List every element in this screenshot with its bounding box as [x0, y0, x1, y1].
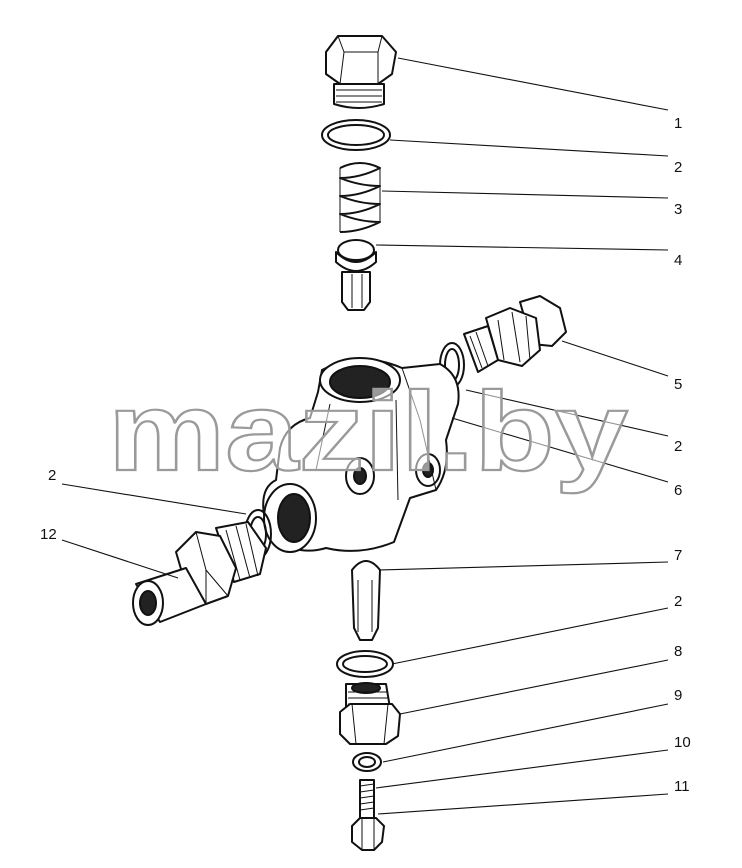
left-fitting-part: [132, 521, 267, 626]
lower-plug-part: [339, 682, 401, 745]
callout-label-6: 6: [674, 482, 682, 499]
washer-part: [352, 752, 382, 772]
callout-label-2d: 2: [674, 593, 682, 610]
leader-5: [561, 340, 669, 377]
o-ring-upper-part: [321, 119, 391, 151]
callout-label-3: 3: [674, 201, 682, 218]
leader-2a: [389, 139, 669, 157]
callout-label-12: 12: [40, 526, 57, 543]
leader-2c: [61, 483, 247, 515]
leader-1: [397, 57, 669, 111]
callout-label-8: 8: [674, 643, 682, 660]
leader-2d: [391, 607, 669, 665]
callout-labels: 1 2 3 4 5 2 6 2 12 7 2 8 9 10 11: [40, 115, 691, 795]
leader-7: [379, 561, 669, 571]
leader-lines: [61, 57, 669, 815]
plug-cap-part: [325, 35, 397, 109]
right-fitting-part: [463, 295, 567, 373]
callout-label-5: 5: [674, 376, 682, 393]
callout-label-2b: 2: [674, 438, 682, 455]
leader-2b: [465, 389, 669, 437]
callout-label-7: 7: [674, 547, 682, 564]
bolt-part: [359, 779, 375, 819]
nut-part: [351, 817, 385, 851]
needle-part: [351, 560, 381, 641]
leader-6: [451, 417, 669, 483]
leader-9: [382, 703, 669, 763]
callout-label-1: 1: [674, 115, 682, 132]
leader-10: [375, 749, 669, 789]
o-ring-lower-part: [336, 650, 394, 678]
leader-3: [381, 190, 669, 199]
valve-body-part: [262, 357, 460, 553]
callout-label-9: 9: [674, 687, 682, 704]
leader-12: [61, 539, 179, 579]
leader-8: [399, 659, 669, 715]
watermark-text: mazil.by: [108, 369, 628, 494]
callout-label-11: 11: [674, 778, 690, 795]
callout-label-4: 4: [674, 252, 682, 269]
spring-part: [339, 162, 381, 233]
callout-label-2c: 2: [48, 467, 56, 484]
callout-label-10: 10: [674, 734, 691, 751]
leader-11: [377, 793, 669, 815]
callout-label-2a: 2: [674, 159, 682, 176]
leader-4: [375, 244, 669, 251]
valve-part: [335, 239, 377, 311]
